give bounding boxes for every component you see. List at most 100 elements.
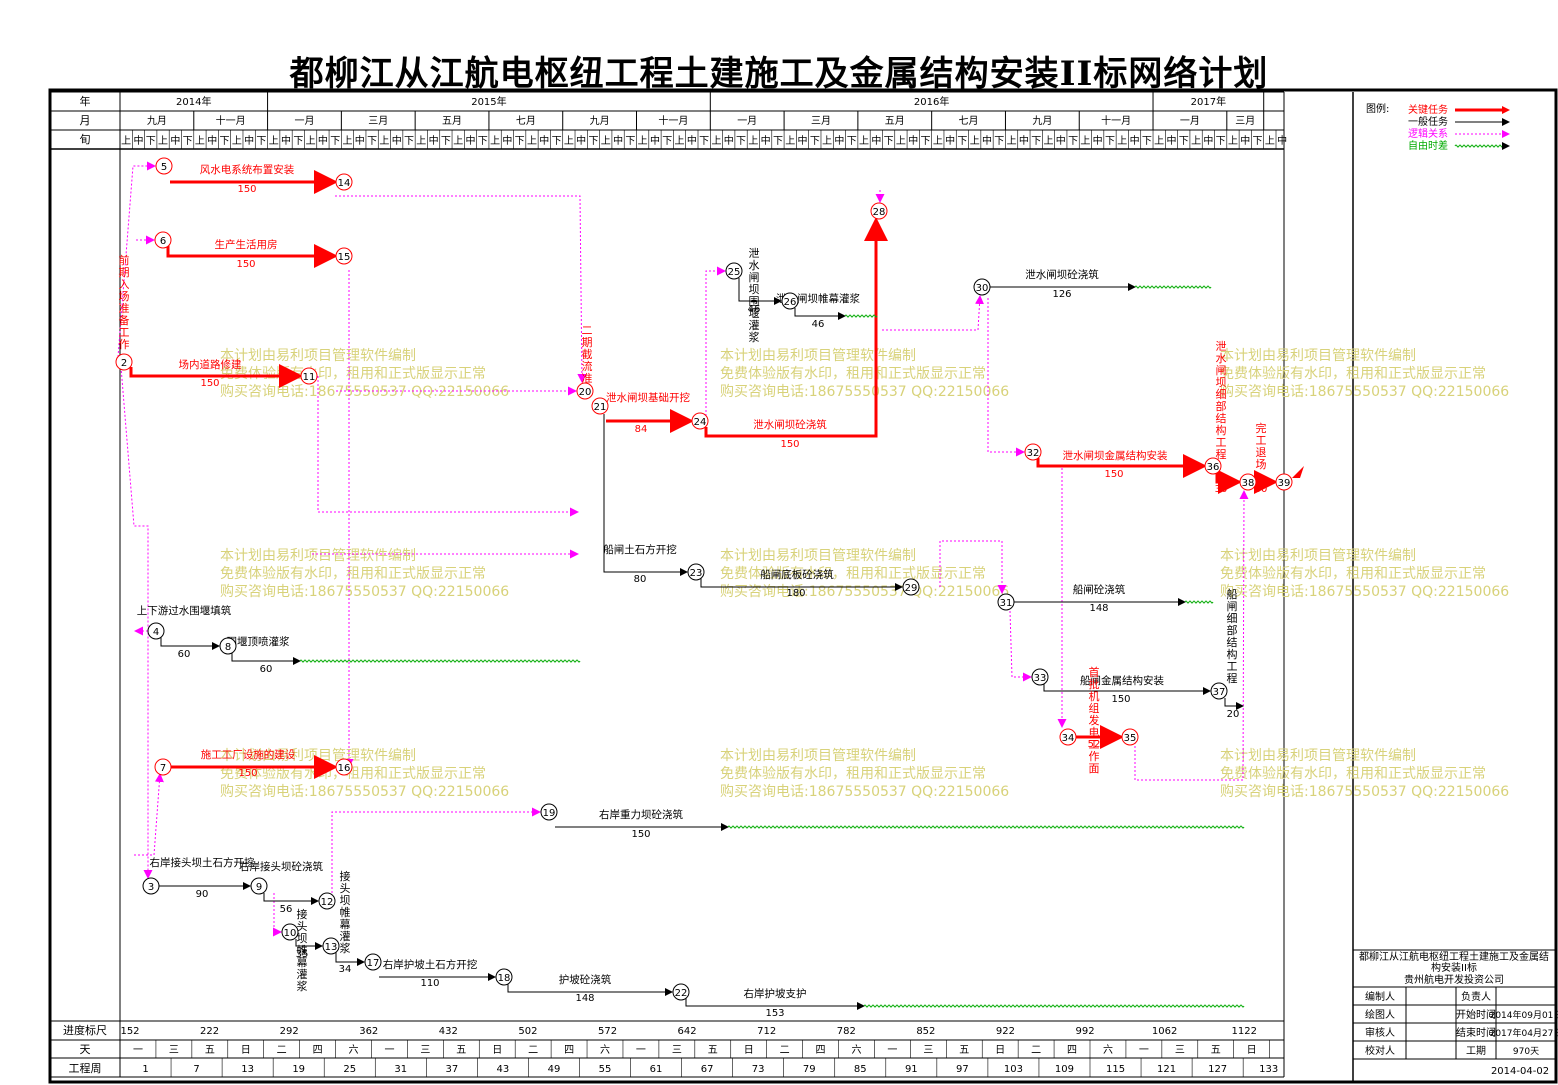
node-circle (322, 937, 340, 955)
xun-label: 下 (183, 136, 193, 147)
task-arrow (166, 244, 338, 268)
week-number: 61 (650, 1064, 663, 1075)
xun-label: 下 (220, 136, 230, 147)
task-arrow (700, 578, 903, 591)
xun-label: 下 (1142, 136, 1152, 147)
free-float (727, 825, 1245, 829)
vertical-label: 入 (119, 278, 130, 291)
xun-label: 下 (1068, 136, 1078, 147)
vertical-label: 工 (1216, 436, 1227, 449)
progress-tick: 922 (996, 1026, 1015, 1037)
xun-label: 中 (355, 134, 365, 147)
week-number: 73 (752, 1064, 765, 1075)
progress-tick: 362 (359, 1026, 378, 1037)
node-circle (147, 622, 165, 640)
vertical-label: 截 (582, 347, 593, 361)
xun-label: 中 (982, 134, 992, 147)
legend-arrow-icon (1502, 142, 1510, 150)
day-name: 三 (169, 1045, 179, 1056)
watermark-text: 购买咨询电话:18675550537 QQ:22150066 (220, 584, 509, 600)
task-duration: 153 (765, 1008, 784, 1019)
info-label: 绘图人 (1365, 1008, 1395, 1021)
vertical-label: 帷 (340, 906, 351, 919)
vertical-label: 期 (582, 336, 593, 349)
day-name: 一 (887, 1045, 897, 1056)
node-circle (725, 262, 743, 280)
free-float (844, 314, 878, 318)
info-company: 贵州航电开发投资公司 (1404, 973, 1504, 986)
xun-label: 中 (798, 134, 808, 147)
week-number: 37 (445, 1064, 458, 1075)
month-label: 一月 (1180, 115, 1200, 127)
vertical-label: 机 (1089, 689, 1100, 703)
task-arrow (738, 278, 782, 305)
task-name: 上下游过水围堰填筑 (137, 604, 232, 617)
vertical-label: 准 (119, 302, 130, 315)
vertical-label: 备 (119, 313, 130, 327)
week-number: 7 (193, 1064, 199, 1075)
day-name: 六 (851, 1044, 861, 1056)
node-circle (591, 397, 609, 415)
info-value: 2017年04月27日 (1490, 1027, 1558, 1039)
task-duration: 150 (1104, 469, 1123, 480)
xun-label: 上 (1043, 135, 1053, 147)
legend-arrow-icon (1502, 118, 1510, 126)
info-label: 审核人 (1365, 1026, 1395, 1039)
day-name: 四 (816, 1045, 826, 1056)
vertical-label: 场 (119, 289, 130, 303)
xun-label: 下 (1031, 136, 1041, 147)
node-circle (902, 578, 920, 596)
vertical-label: 头 (297, 920, 308, 933)
xun-label: 中 (539, 134, 549, 147)
node-label: 37 (1213, 687, 1226, 698)
xun-label: 中 (465, 134, 475, 147)
xun-label: 中 (133, 134, 143, 147)
task-name: 泄水闸坝砼浇筑 (1025, 268, 1099, 281)
xun-label: 上 (859, 135, 869, 147)
watermark-text: 免费体验版有水印，租用和正式版显示正常 (220, 566, 486, 582)
vertical-label: 场 (1256, 457, 1267, 471)
month-label: 一月 (737, 115, 757, 127)
vertical-label: 部 (1227, 623, 1238, 637)
task-duration: 52 (1088, 739, 1101, 750)
node-circle (115, 353, 133, 371)
xun-label: 下 (773, 136, 783, 147)
node-circle (155, 157, 173, 175)
month-label: 七月 (959, 115, 979, 127)
xun-label: 下 (256, 136, 266, 147)
info-project-title-2: 构安装II标 (1431, 961, 1477, 974)
xun-label: 上 (416, 135, 426, 147)
xun-label: 上 (1228, 135, 1238, 147)
node-label: 11 (303, 372, 316, 383)
week-number: 25 (343, 1064, 356, 1075)
node-circle (1121, 728, 1139, 746)
task-arrow (160, 637, 220, 650)
vertical-label: 程 (1227, 672, 1238, 685)
vertical-label: 水 (1216, 352, 1227, 365)
day-name: 三 (672, 1045, 682, 1056)
vertical-label: 坝 (749, 282, 760, 296)
node-label: 8 (225, 642, 231, 653)
legend-arrow-icon (1502, 106, 1510, 114)
month-label: 十一月 (1101, 114, 1131, 127)
node-label: 7 (160, 763, 166, 774)
xun-label: 下 (367, 136, 377, 147)
week-number: 109 (1055, 1064, 1074, 1075)
free-float (1184, 600, 1214, 604)
progress-tick: 852 (916, 1026, 935, 1037)
month-label: 十一月 (216, 114, 246, 127)
task-arrow (794, 308, 846, 320)
vertical-label: 帷 (297, 944, 308, 957)
month-label: 五月 (885, 115, 905, 127)
day-name: 三 (1175, 1045, 1185, 1056)
xun-label: 中 (318, 134, 328, 147)
logic-link (331, 807, 541, 893)
task-arrow (603, 414, 688, 576)
xun-label: 下 (699, 136, 709, 147)
progress-tick: 222 (200, 1026, 219, 1037)
progress-tick: 992 (1075, 1026, 1094, 1037)
node-label: 6 (160, 236, 166, 247)
task-name: 泄水闸坝砼浇筑 (753, 418, 827, 431)
node-circle (1059, 728, 1077, 746)
